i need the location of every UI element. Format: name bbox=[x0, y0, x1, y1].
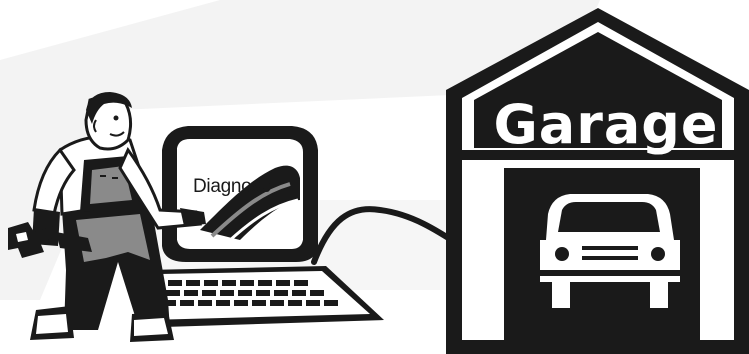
car-icon bbox=[0, 0, 749, 354]
diagnose-garage-illustration: Diagnose bbox=[0, 0, 749, 354]
